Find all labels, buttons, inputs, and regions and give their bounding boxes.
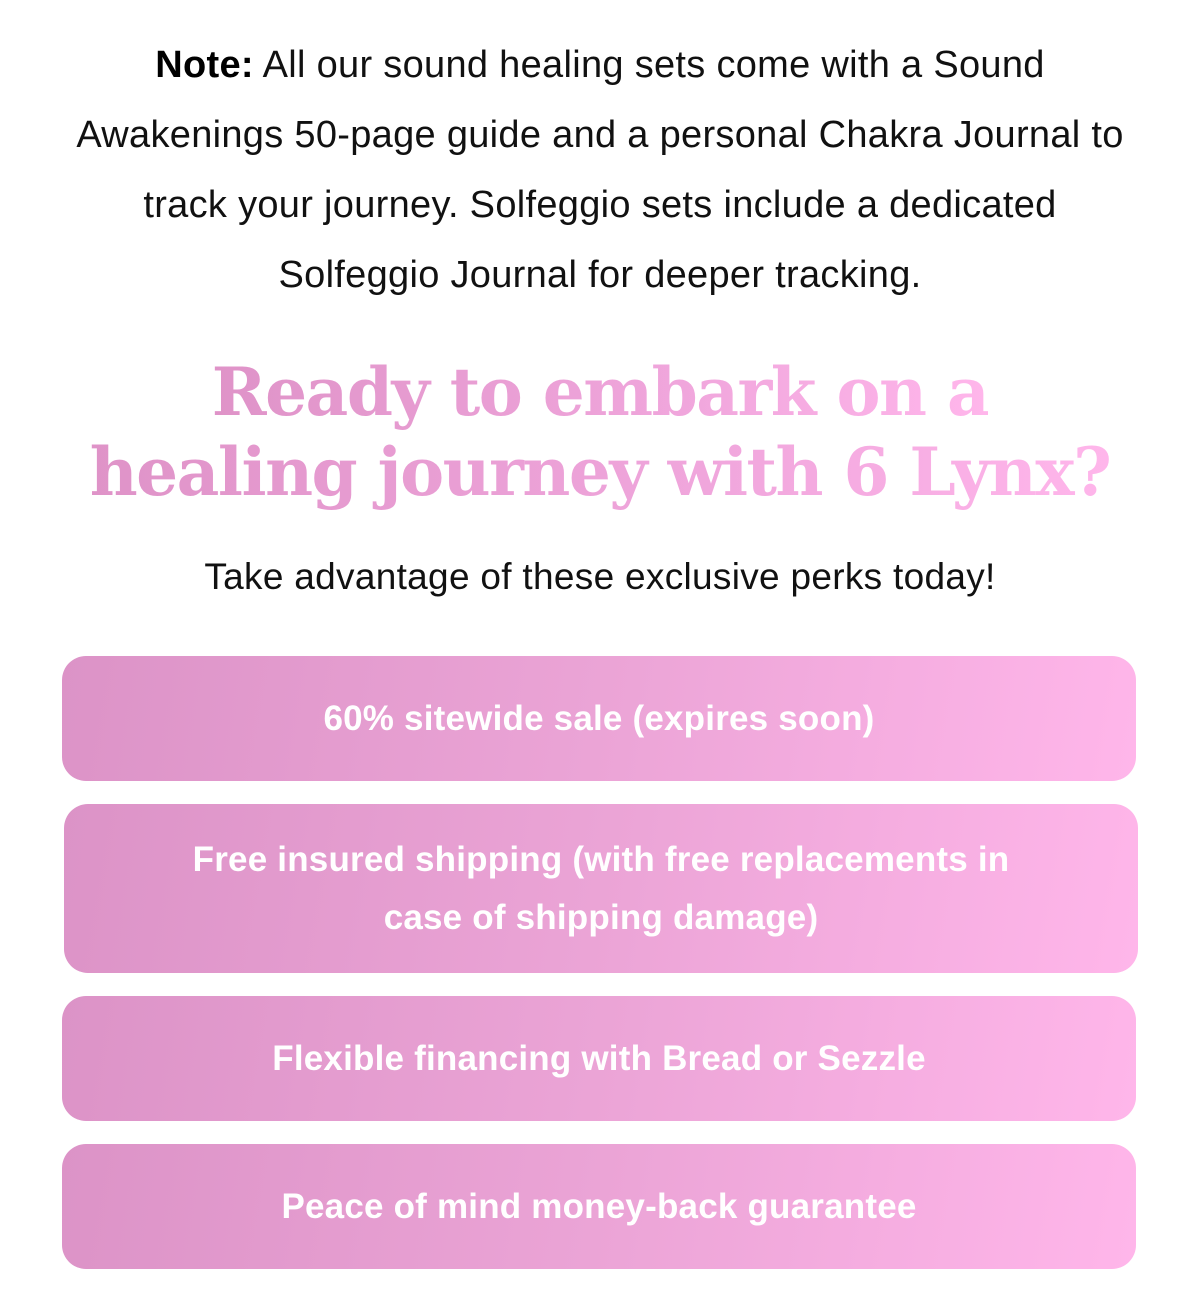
perk-money-back-guarantee: Peace of mind money-back guarantee: [62, 1144, 1136, 1269]
perk-label: Flexible financing with Bread or Sezzle: [272, 1038, 926, 1078]
headline-line-1: Ready to embark on a: [211, 353, 990, 431]
perk-flexible-financing: Flexible financing with Bread or Sezzle: [62, 996, 1136, 1121]
headline-line-2: healing journey with 6 Lynx?: [89, 433, 1112, 511]
perk-sitewide-sale: 60% sitewide sale (expires soon): [62, 656, 1136, 781]
perks-subheading: Take advantage of these exclusive perks …: [204, 556, 996, 597]
perk-label: 60% sitewide sale (expires soon): [323, 698, 875, 738]
note-label: Note:: [155, 44, 254, 86]
perk-label: Peace of mind money-back guarantee: [281, 1186, 917, 1226]
note-text: All our sound healing sets come with a S…: [76, 44, 1124, 296]
cta-headline: Ready to embark on a healing journey wit…: [0, 352, 1200, 512]
perk-label: Free insured shipping (with free replace…: [192, 839, 1010, 937]
shipping-note: Note: All our sound healing sets come wi…: [60, 30, 1140, 310]
perk-free-shipping: Free insured shipping (with free replace…: [64, 804, 1138, 973]
